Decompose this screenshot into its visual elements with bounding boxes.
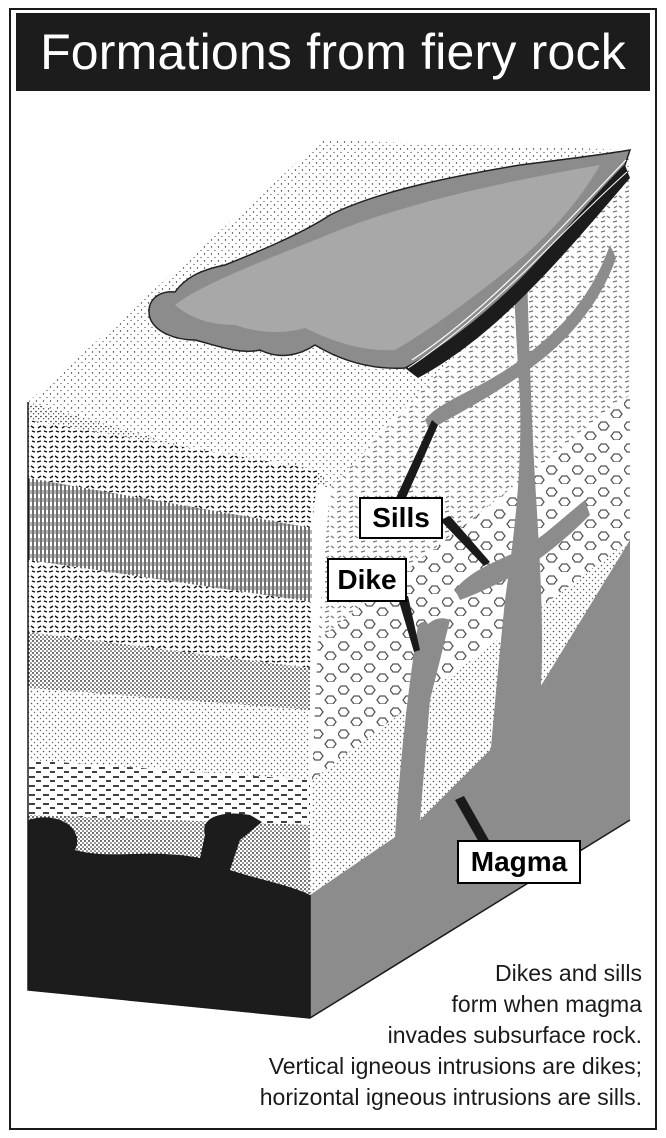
block-front-face bbox=[28, 402, 330, 1018]
caption-line: invades subsurface rock. bbox=[122, 1020, 642, 1051]
dike-label: Dike bbox=[327, 558, 407, 602]
sills-label: Sills bbox=[359, 497, 443, 539]
caption-line: Dikes and sills bbox=[122, 958, 642, 989]
caption-line: Vertical igneous intrusions are dikes; bbox=[122, 1051, 642, 1082]
magma-label: Magma bbox=[457, 840, 581, 884]
caption: Dikes and sills form when magma invades … bbox=[122, 958, 642, 1113]
caption-line: horizontal igneous intrusions are sills. bbox=[122, 1082, 642, 1113]
caption-line: form when magma bbox=[122, 989, 642, 1020]
